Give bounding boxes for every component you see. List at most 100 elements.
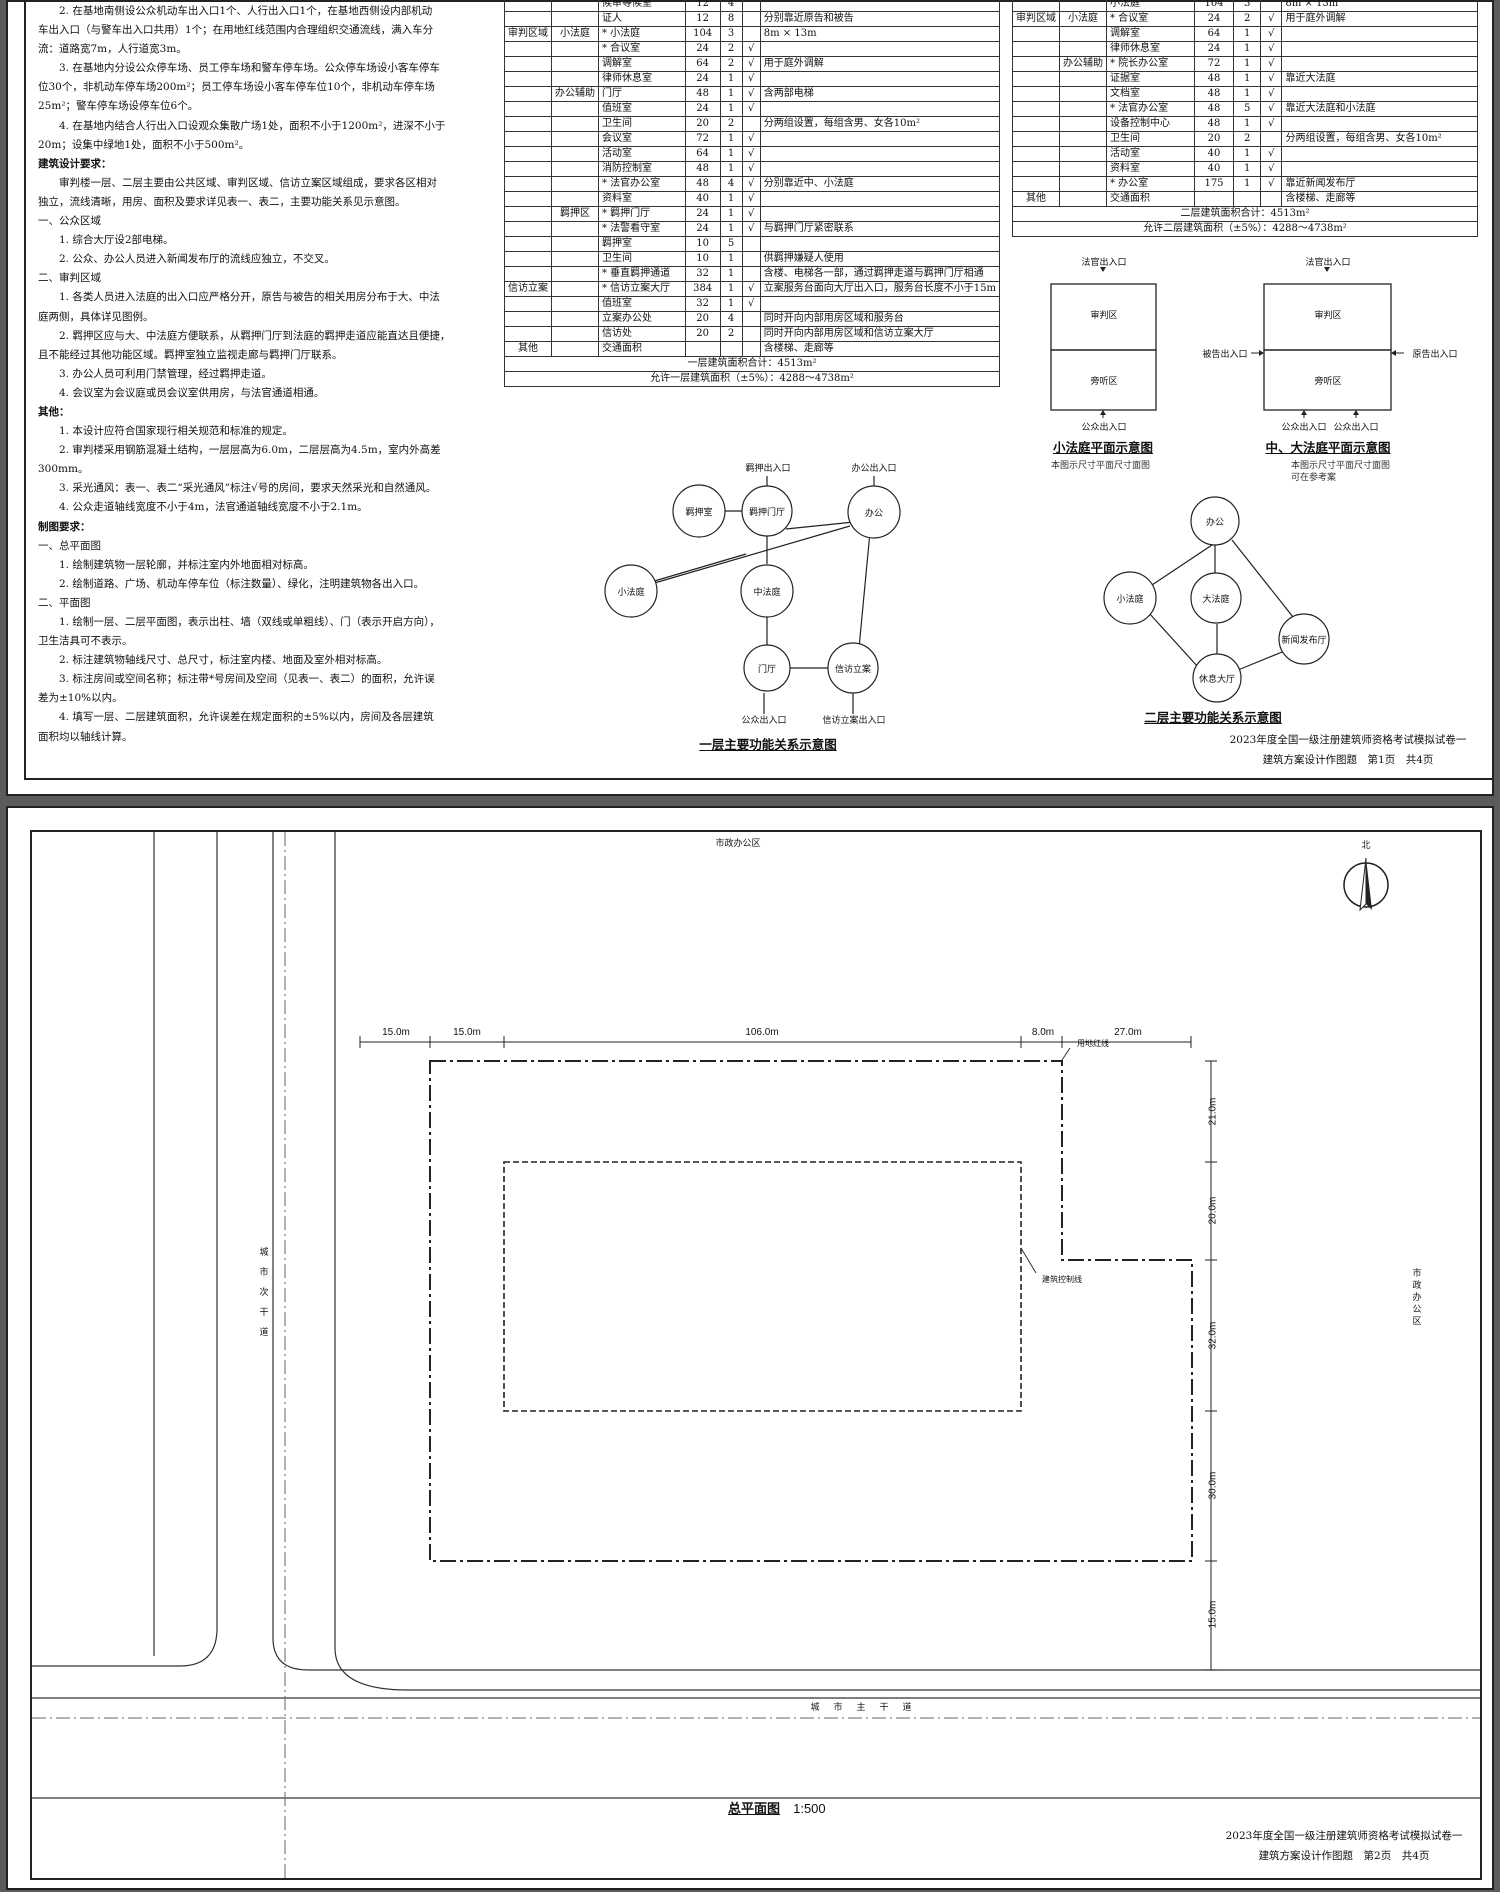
table-cell: 1 (1233, 56, 1262, 72)
table-cell (551, 311, 599, 327)
table-cell: 卫生间 (598, 251, 686, 267)
table-cell (1233, 191, 1262, 207)
table-cell: √ (1260, 56, 1283, 72)
sheet2-title-block: 2023年度全国一级注册建筑师资格考试模拟试卷一 建筑方案设计作图题 第2页 共… (1204, 1826, 1484, 1866)
table-cell (504, 191, 552, 207)
table-cell (504, 0, 552, 12)
table-cell: √ (741, 206, 761, 222)
requirement-line: 卫生洁具可不表示。 (38, 635, 133, 648)
table-cell: 1 (719, 266, 743, 282)
table-cell (1260, 191, 1283, 207)
table-cell (1012, 71, 1060, 87)
table-cell: √ (741, 176, 761, 192)
table-cell: √ (741, 191, 761, 207)
table-cell: 32 (684, 266, 721, 282)
sheet2-title-line1: 2023年度全国一级注册建筑师资格考试模拟试卷一 (1225, 1830, 1463, 1842)
table-cell: 48 (684, 176, 721, 192)
table-cell: √ (1260, 11, 1283, 27)
table-cell (759, 161, 1001, 177)
table-cell (504, 236, 552, 252)
table-cell: 24 (1193, 11, 1235, 27)
table-cell: 48 (1193, 101, 1235, 117)
requirement-line: 4. 填写一层、二层建筑面积，允许误差在规定面积的±5%以内，房间及各层建筑 (59, 711, 434, 724)
table-cell: 1 (719, 221, 743, 237)
f2-node-press-hall: 新闻发布厅 (1281, 636, 1327, 646)
large-court-public-entry-1: 公众出入口 (1281, 423, 1327, 433)
table-cell (1059, 101, 1107, 117)
table-cell (551, 176, 599, 192)
label-public-entry: 公众出入口 (741, 716, 787, 726)
dim-right-5: 15.0m (1207, 1600, 1219, 1629)
table-cell: 12 (684, 11, 721, 27)
table-cell: √ (741, 131, 761, 147)
left-road-label: 城市次干道 (259, 1248, 269, 1338)
table-cell (504, 266, 552, 282)
table-cell: 分两组设置，每组含男、女各10m² (1281, 131, 1478, 147)
sheet-2-frame (30, 830, 1482, 1880)
table-cell: * 合议室 (1106, 11, 1195, 27)
table-cell: 20 (684, 311, 721, 327)
requirement-line: 车出入口（与警车出入口共用）1个；在用地红线范围内合理组织交通流线，满入车分 (38, 24, 434, 37)
table-cell: √ (1260, 26, 1283, 42)
table-cell: 小法庭 (551, 26, 599, 42)
table-summary-cell: 允许二层建筑面积（±5%）：4288～4738m² (1012, 221, 1478, 237)
table-cell (551, 71, 599, 87)
table-cell (504, 86, 552, 102)
large-court-note-2: 可在参考案 (1291, 473, 1337, 483)
table-cell: √ (741, 281, 761, 297)
table-cell: 含楼梯、走廊等 (1281, 191, 1478, 207)
table-cell: 2 (719, 56, 743, 72)
requirement-line: 2. 在基地南侧设公众机动车出入口1个、人行出入口1个，在基地西侧设内部机动 (59, 5, 433, 17)
table-cell: 活动室 (598, 146, 686, 162)
table-cell: 供羁押嫌疑人使用 (759, 251, 1001, 267)
table-cell: 175 (1193, 176, 1235, 192)
table-cell: 羁押区 (551, 206, 599, 222)
table-cell (741, 236, 761, 252)
table-cell (551, 56, 599, 72)
table-cell: 羁押室 (598, 236, 686, 252)
requirement-line: 二、审判区域 (38, 272, 101, 285)
table-cell (551, 281, 599, 297)
table-cell (759, 131, 1001, 147)
site-plan-caption: 总平面图 1:500 (728, 1798, 826, 1817)
table-cell (504, 56, 552, 72)
table-summary-row: 允许二层建筑面积（±5%）：4288～4738m² (1012, 221, 1478, 237)
table-cell: 其他 (1012, 191, 1060, 207)
table-cell (684, 341, 721, 357)
table-cell: 调解室 (1106, 26, 1195, 42)
table-cell (504, 161, 552, 177)
table-cell: 办公辅助 (551, 86, 599, 102)
table-cell: 32 (684, 296, 721, 312)
large-court-gallery: 旁听区 (1314, 377, 1342, 387)
f2-node-small-court: 小法庭 (1116, 595, 1144, 605)
table-cell: 证人 (598, 11, 686, 27)
table-cell: * 院长办公室 (1106, 56, 1195, 72)
table-summary-row: 一层建筑面积合计：4513m² (504, 356, 1000, 372)
table-cell: 24 (684, 221, 721, 237)
table-cell: 靠近新闻发布厅 (1281, 176, 1478, 192)
requirement-line: 独立，流线清晰，用房、面积及要求详见表一、表二，主要功能关系见示意图。 (38, 195, 406, 208)
dim-top-5: 27.0m (1114, 1027, 1142, 1038)
sheet1-title-block: 2023年度全国一级注册建筑师资格考试模拟试卷一 建筑方案设计作图题 第1页 共… (1208, 730, 1488, 770)
table-summary-row: 二层建筑面积合计：4513m² (1012, 206, 1478, 222)
table-cell (1281, 41, 1478, 57)
table-cell (504, 11, 552, 27)
table-cell (759, 191, 1001, 207)
floor1-diagram-caption: 一层主要功能关系示意图 (699, 737, 837, 752)
requirement-line: 其他： (38, 405, 70, 418)
requirement-line: 且不能经过其他功能区域。羁押室独立监视走廊与羁押门厅联系。 (38, 348, 343, 361)
sheet-1-frame (24, 0, 1494, 780)
node-small-court: 小法庭 (617, 588, 645, 598)
table-cell: 2 (1233, 11, 1262, 27)
table-cell: 1 (719, 206, 743, 222)
table-cell: 40 (1193, 161, 1235, 177)
